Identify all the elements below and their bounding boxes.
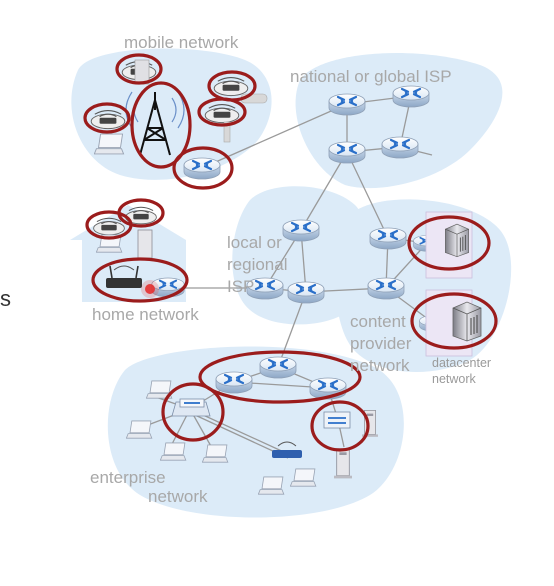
switch-enterprise-right (323, 411, 351, 429)
desktop-icon (334, 448, 352, 479)
label-local-isp-1: local or (227, 233, 282, 252)
label-content-provider-3: network (350, 356, 410, 375)
desktop-icon (137, 229, 153, 259)
label-home-network: home network (92, 305, 199, 324)
ring-mobile-phone (83, 102, 131, 134)
router-national-2 (391, 84, 431, 108)
wifi-router-icon (106, 265, 142, 288)
ring-enterprise-switch (161, 382, 225, 442)
router-national-1 (327, 92, 367, 116)
label-enterprise-1: enterprise (90, 468, 166, 487)
router-content-2 (366, 276, 406, 300)
router-mobile (182, 156, 222, 180)
label-local-isp-2: regional (227, 255, 288, 274)
ring-mobile-phone (115, 53, 163, 85)
label-mobile-network: mobile network (124, 33, 239, 52)
phone-tower-desktop-icon (134, 59, 150, 85)
label-datacenter-1: datacenter (432, 356, 492, 370)
traffic-light-icon (223, 121, 231, 143)
ring-cell-tower (130, 81, 192, 169)
router-local-3 (286, 280, 326, 304)
label-content-provider-2: provider (350, 334, 412, 353)
enterprise-wifi-router-icon (272, 441, 302, 458)
label-local-isp-3: ISP (227, 277, 255, 296)
label-datacenter-2: network (432, 372, 476, 386)
modem-indicator-icon (145, 284, 155, 294)
router-enterprise-left (214, 370, 254, 394)
router-national-4 (380, 135, 420, 159)
server-icon (452, 301, 482, 342)
server-icon (444, 223, 470, 258)
ring-home-device (117, 198, 165, 228)
enterprise-devices (126, 380, 378, 495)
label-enterprise-2: network (148, 487, 208, 506)
router-national-3 (327, 140, 367, 164)
highlight-rings (83, 53, 498, 452)
router-enterprise-top (258, 355, 298, 379)
router-content-1 (368, 226, 408, 250)
label-content-provider-1: content (350, 312, 406, 331)
ring-enterprise-core (198, 350, 362, 404)
ring-mobile-phone (197, 97, 247, 127)
ring-datacenter-top (407, 215, 491, 271)
left-edge-text-fragment: s (0, 286, 11, 311)
home-devices (92, 206, 159, 298)
ring-home-router (91, 257, 189, 303)
ring-datacenter-bottom (410, 292, 498, 350)
label-national-isp: national or global ISP (290, 67, 452, 86)
mobile-network-cloud (71, 48, 272, 180)
ring-enterprise-right (310, 400, 370, 452)
ring-mobile-router (172, 146, 234, 190)
switches (171, 398, 351, 429)
router-local-1 (281, 218, 321, 242)
switch-enterprise-left (171, 398, 211, 417)
